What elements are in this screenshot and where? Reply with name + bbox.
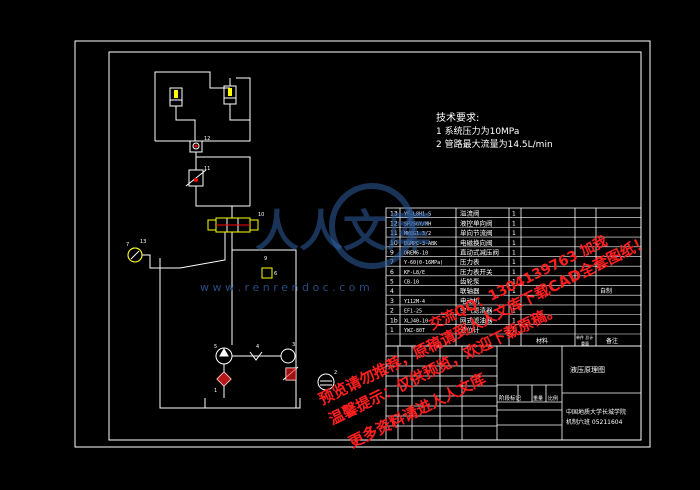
colored-accents — [127, 88, 296, 386]
tech-requirements: 技术要求: 1 系统压力为10MPa 2 管路最大流量为14.5L/min — [436, 111, 553, 150]
weight-label: 重量 — [533, 395, 543, 402]
parts-row-code: XLJ40-10 — [404, 318, 428, 324]
parts-row-code: Y112M-4 — [404, 299, 425, 305]
parts-row-code: DGMPC-3-ABK — [404, 241, 437, 247]
parts-row-name: 压力表 — [460, 257, 480, 266]
parts-row-no: 1 — [390, 327, 394, 334]
bom-header: 材料 单件 总计 重量 备注 — [536, 334, 618, 346]
parts-row-code: DREM6-10 — [404, 250, 428, 256]
parts-row-no: 13 — [390, 211, 398, 218]
bom-header-single-weight: 单件 总计 — [576, 334, 593, 340]
parts-row-code: SP25GY/MH — [404, 221, 431, 227]
parts-row-name: 溢流阀 — [460, 209, 480, 218]
parts-row-code: MK6G1.3/2 — [404, 231, 431, 237]
callout-3: 3 — [292, 342, 295, 348]
outer-frame — [74, 40, 651, 448]
parts-row-name: 液位计 — [460, 325, 480, 334]
callout-1: 1 — [214, 388, 217, 394]
parts-row-qty: 1 — [512, 298, 516, 305]
callout-5: 5 — [214, 344, 217, 350]
parts-row-code: EF1-25 — [404, 309, 422, 315]
parts-row-name: 单向节流阀 — [460, 228, 493, 237]
parts-row-code: YF-L8H1-S — [404, 212, 431, 218]
parts-row-no: 1b — [390, 317, 398, 324]
parts-row-no: 4 — [390, 288, 394, 295]
title-block — [385, 345, 642, 441]
callout-12: 12 — [204, 136, 210, 142]
callout-13: 13 — [140, 239, 146, 245]
scale-label: 比例 — [548, 395, 558, 402]
parts-row-name: 直动式减压阀 — [460, 247, 499, 256]
hydraulic-circuit — [127, 71, 335, 409]
parts-row-no: 3 — [390, 298, 394, 305]
parts-row-qty: 1 — [512, 240, 516, 247]
parts-row-remark: 自制 — [600, 287, 612, 295]
tech-item-1: 1 系统压力为10MPa — [436, 125, 519, 137]
parts-row-qty: 1 — [512, 317, 516, 324]
parts-row-code: Y-60(0-16MPa) — [404, 260, 443, 266]
parts-row-no: 9 — [390, 249, 394, 256]
parts-row-name: 压力表开关 — [460, 267, 493, 276]
parts-row-qty: 1 — [512, 269, 516, 276]
callout-2: 2 — [334, 370, 337, 376]
watermark-logo-ring — [329, 183, 415, 269]
parts-row-name: 网式滤油器 — [460, 315, 493, 324]
parts-row-code: YWZ-80T — [404, 328, 425, 334]
parts-row-no: 10 — [390, 240, 398, 247]
callout-labels: 13 12 11 10 9 7 6 5 4 3 2 1 — [126, 136, 337, 394]
parts-row-no: 6 — [390, 269, 394, 276]
electric-motor — [280, 348, 296, 364]
tech-heading: 技术要求: — [436, 111, 479, 124]
stage-mark-label: 阶段标记 — [499, 394, 522, 402]
parts-row-no: 5 — [390, 279, 394, 286]
watermark-logo-text: 人人文库 — [255, 206, 431, 257]
parts-row-name: 齿轮泵 — [460, 277, 480, 286]
air-filter — [317, 373, 335, 391]
parts-row-name: 空气滤清器 — [460, 306, 493, 315]
bom-header-weight: 重量 — [581, 340, 589, 346]
parts-row-name: 联轴器 — [460, 286, 480, 295]
parts-row-name: 电磁换向阀 — [460, 238, 493, 247]
parts-row-code: KF-L8/E — [404, 270, 425, 276]
watermark-url: w w w . r e n r e n d o c . c o m — [200, 281, 370, 294]
bom-header-remark: 备注 — [606, 337, 618, 345]
callout-7: 7 — [126, 242, 129, 248]
bom-header-material: 材料 — [536, 337, 548, 345]
class-id: 机制六班 05211604 — [566, 418, 623, 426]
parts-row-qty: 1 — [512, 308, 516, 315]
parts-row-qty: 1 — [512, 230, 516, 237]
callout-6: 6 — [274, 271, 277, 277]
school-name: 中国地质大学长城学院 — [566, 408, 626, 416]
cylinder-left — [169, 87, 183, 112]
callout-11: 11 — [204, 166, 210, 172]
callout-4: 4 — [256, 344, 259, 350]
parts-row-name: 电动机 — [460, 296, 480, 305]
parts-row-no: 12 — [390, 220, 398, 227]
parts-row-no: 11 — [390, 230, 398, 237]
parts-row-qty: 1 — [512, 220, 516, 227]
parts-row-qty: 1 — [512, 259, 516, 266]
parts-row-qty: 1 — [512, 249, 516, 256]
parts-row-code: CB-10 — [404, 280, 419, 286]
parts-row-qty: 1 — [512, 327, 516, 334]
parts-row-qty: 1 — [512, 211, 516, 218]
title-block-text: 液压原理图 中国地质大学长城学院 机制六班 05211604 阶段标记 重量 比… — [499, 365, 626, 426]
callout-9: 9 — [264, 256, 267, 262]
tech-item-2: 2 管路最大流量为14.5L/min — [436, 138, 553, 150]
callout-10: 10 — [258, 212, 264, 218]
parts-row-qty: 1 — [512, 279, 516, 286]
drawing-title: 液压原理图 — [570, 365, 605, 374]
parts-row-qty: 1 — [512, 288, 516, 295]
parts-row-name: 液控单向阀 — [460, 218, 493, 227]
parts-row-no: 2 — [390, 308, 394, 315]
